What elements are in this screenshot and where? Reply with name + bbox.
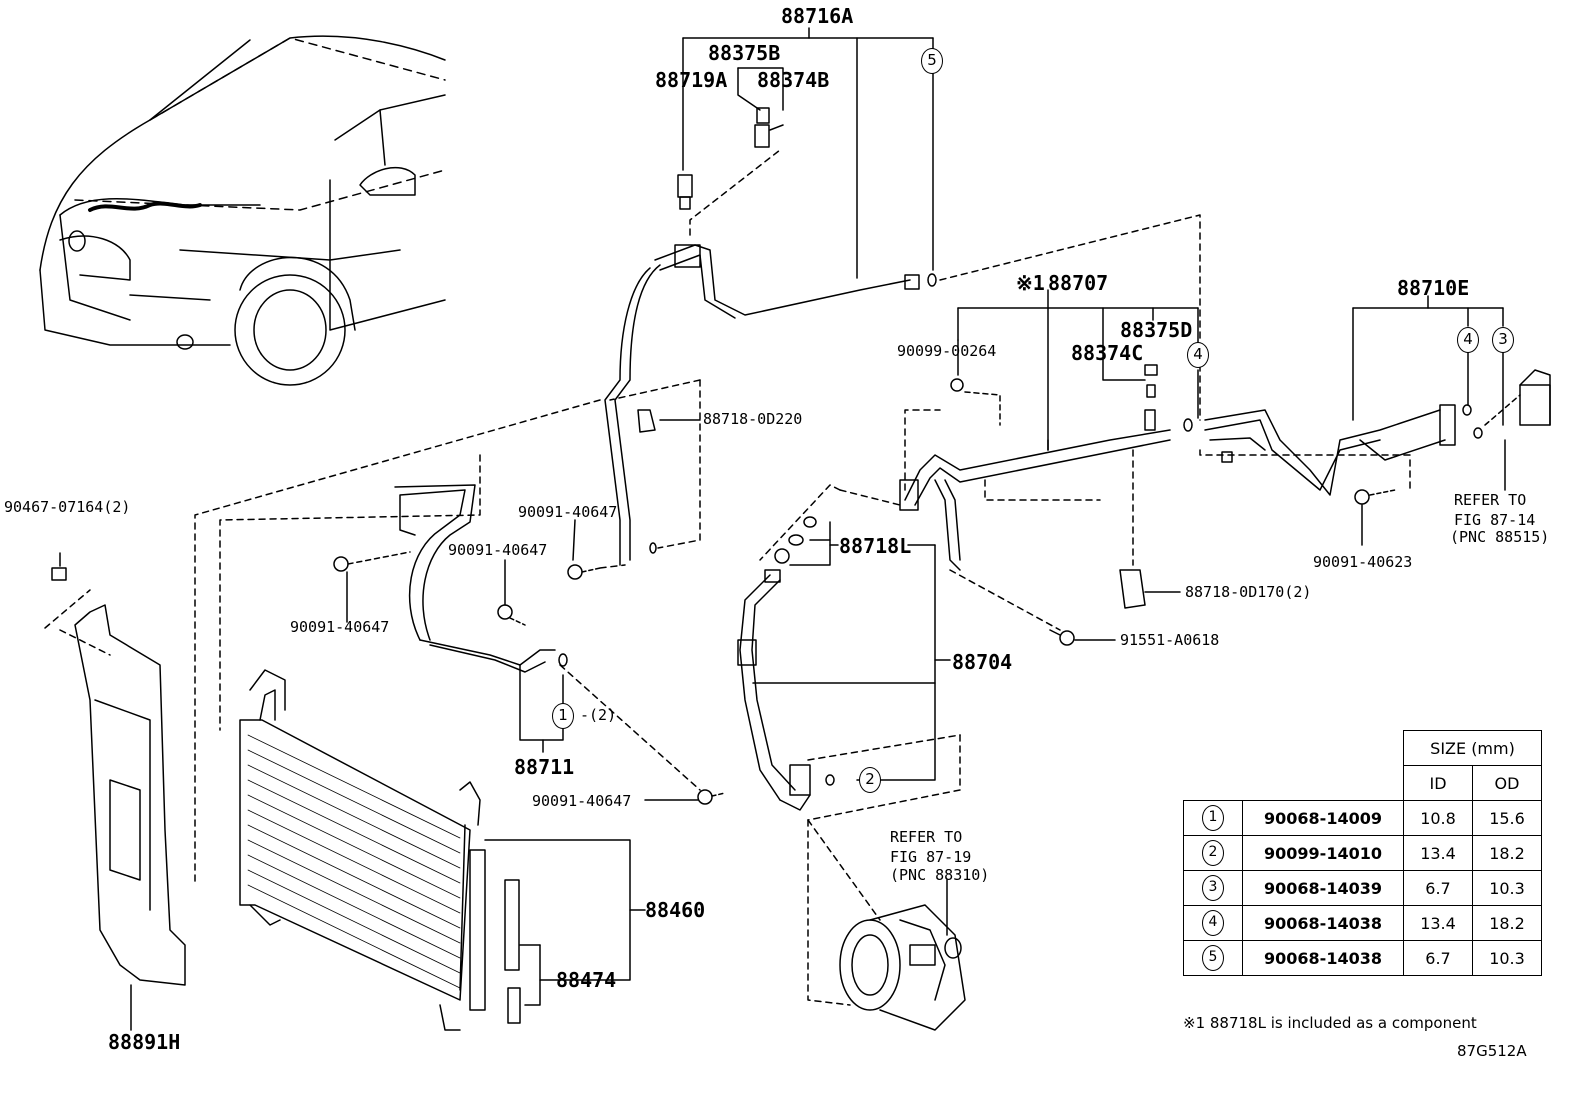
- label-90091-40647-a: 90091-40647: [518, 503, 618, 521]
- ref-fig87-14-line2: FIG 87-14: [1454, 511, 1536, 529]
- callout-1: 1: [552, 703, 574, 729]
- ref-fig87-14-line3: (PNC 88515): [1450, 528, 1550, 546]
- hose-88716A: [604, 107, 1201, 566]
- hose-88710E: [1199, 295, 1551, 546]
- table-row: 3 90068-14039 6.7 10.3: [1183, 870, 1542, 906]
- hose-88704: [737, 484, 961, 1006]
- label-88718L: 88718L: [839, 534, 912, 558]
- vehicle-outline: [39, 35, 446, 386]
- label-90467-07164: 90467-07164(2): [4, 498, 131, 516]
- ref-fig87-19-line1: REFER TO: [890, 828, 963, 846]
- row-id: 13.4: [1403, 905, 1473, 941]
- bolt-90091-40647-mid: [497, 559, 526, 626]
- row-part: 90068-14038: [1242, 940, 1404, 976]
- row-od: 10.3: [1472, 940, 1542, 976]
- condenser-fins: [247, 734, 461, 989]
- label-90099-00264: 90099-00264: [897, 342, 997, 360]
- label-88707-mark: ※1: [1016, 271, 1045, 295]
- row-callout: 4: [1202, 910, 1224, 936]
- label-88707: 88707: [1048, 271, 1109, 295]
- clip-88718-0D170: [1119, 569, 1181, 609]
- label-88710E: 88710E: [1397, 276, 1470, 300]
- label-88719A: 88719A: [655, 68, 728, 92]
- row-od: 18.2: [1472, 835, 1542, 871]
- callout-4-hose: 4: [1187, 342, 1209, 368]
- bolt-90091-40647-left: [333, 551, 411, 623]
- seal-88891H: [44, 552, 186, 1031]
- row-id: 6.7: [1403, 870, 1473, 906]
- figure-code: 87G512A: [1457, 1042, 1527, 1060]
- label-88718-0D170: 88718-0D170(2): [1185, 583, 1312, 601]
- condenser-88460: [239, 669, 646, 1031]
- callout-5: 5: [921, 48, 943, 74]
- ref-fig87-19-line3: (PNC 88310): [890, 866, 990, 884]
- row-part: 90068-14009: [1242, 800, 1404, 836]
- table-row: 1 90068-14009 10.8 15.6: [1183, 800, 1542, 836]
- callout-2: 2: [859, 767, 881, 793]
- row-id: 10.8: [1403, 800, 1473, 836]
- table-row: 5 90068-14038 6.7 10.3: [1183, 940, 1542, 976]
- row-part: 90068-14038: [1242, 905, 1404, 941]
- label-88891H: 88891H: [108, 1030, 181, 1054]
- footnote: ※1 88718L is included as a component: [1183, 1014, 1477, 1032]
- row-od: 15.6: [1472, 800, 1542, 836]
- ref-fig87-14-line1: REFER TO: [1454, 491, 1527, 509]
- label-88375D: 88375D: [1120, 318, 1193, 342]
- bolt-90091-40647-lower: [644, 789, 726, 805]
- leader-lines: [957, 339, 1049, 451]
- callout-3: 3: [1492, 327, 1514, 353]
- row-callout: 5: [1202, 945, 1224, 971]
- label-qty-2: -(2): [580, 706, 617, 724]
- label-90091-40647-d: 90091-40647: [532, 792, 632, 810]
- bolt-90091-40647-upper: [567, 519, 626, 580]
- row-od: 18.2: [1472, 905, 1542, 941]
- row-callout: 1: [1202, 805, 1224, 831]
- table-row: 2 90099-14010 13.4 18.2: [1183, 835, 1542, 871]
- label-91551-A0618: 91551-A0618: [1120, 631, 1220, 649]
- label-88716A: 88716A: [781, 4, 854, 28]
- label-88460: 88460: [645, 898, 706, 922]
- hose-88707: [899, 289, 1199, 571]
- row-id: 6.7: [1403, 940, 1473, 976]
- row-part: 90068-14039: [1242, 870, 1404, 906]
- size-col-id: ID: [1403, 765, 1473, 801]
- clip-88718-0D220: [194, 379, 701, 886]
- label-88375B: 88375B: [708, 41, 781, 65]
- bolt-91551-A0618: [949, 569, 1116, 646]
- size-col-od: OD: [1472, 765, 1542, 801]
- label-88374C: 88374C: [1071, 341, 1144, 365]
- label-88474: 88474: [556, 968, 617, 992]
- label-90091-40647-c: 90091-40647: [290, 618, 390, 636]
- label-88704: 88704: [952, 650, 1013, 674]
- label-88374B: 88374B: [757, 68, 830, 92]
- size-table: SIZE (mm) ID OD 1 90068-14009 10.8 15.6 …: [1183, 730, 1542, 976]
- row-part: 90099-14010: [1242, 835, 1404, 871]
- table-row: 4 90068-14038 13.4 18.2: [1183, 905, 1542, 941]
- label-88718-0D220: 88718-0D220: [703, 410, 803, 428]
- hose-88716A-leader: [682, 27, 934, 279]
- size-table-header: SIZE (mm): [1403, 730, 1542, 766]
- row-callout: 3: [1202, 875, 1224, 901]
- label-90091-40623: 90091-40623: [1313, 553, 1413, 571]
- row-od: 10.3: [1472, 870, 1542, 906]
- label-90091-40647-b: 90091-40647: [448, 541, 548, 559]
- row-id: 13.4: [1403, 835, 1473, 871]
- callout-4-valve: 4: [1457, 327, 1479, 353]
- compressor: [839, 879, 966, 1031]
- label-88711: 88711: [514, 755, 575, 779]
- ref-fig87-19-line2: FIG 87-19: [890, 848, 972, 866]
- row-callout: 2: [1202, 840, 1224, 866]
